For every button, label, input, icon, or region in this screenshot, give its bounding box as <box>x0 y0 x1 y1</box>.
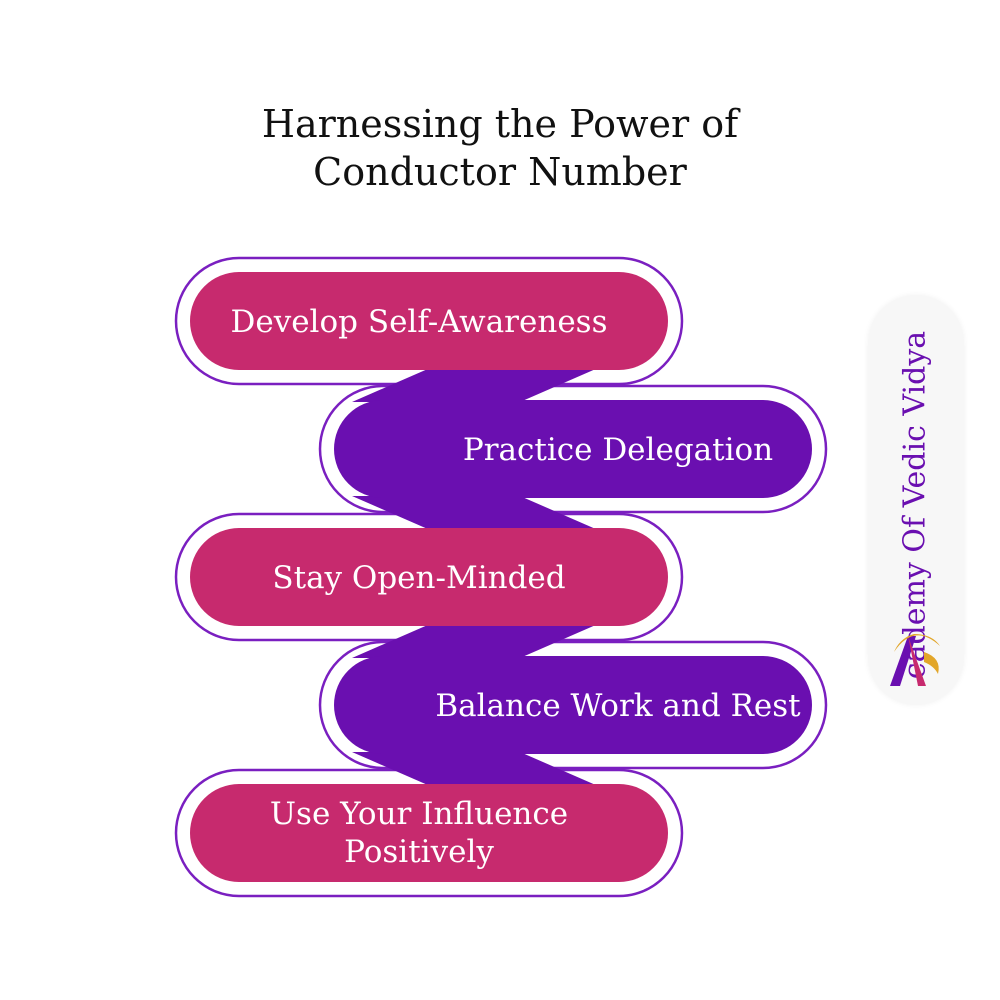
step-connector <box>352 752 598 786</box>
step-outline <box>174 256 684 386</box>
step-pill <box>334 656 812 754</box>
connector-overlay <box>352 368 598 786</box>
step-connector-overlay <box>352 624 598 658</box>
title-line-2: Conductor Number <box>313 150 687 194</box>
step-outline <box>174 768 684 898</box>
outline-layer <box>174 256 828 898</box>
step-connector <box>352 496 598 530</box>
step-outline <box>318 384 828 514</box>
step-label: Develop Self-Awareness <box>231 304 608 340</box>
academy-logo-icon <box>890 634 940 686</box>
title-line-1: Harnessing the Power of <box>261 102 739 146</box>
brand-watermark-bar <box>868 295 964 705</box>
diagram-title: Harnessing the Power of Conductor Number <box>0 100 1000 196</box>
step-pill <box>334 400 812 498</box>
step-label: Practice Delegation <box>463 432 773 468</box>
connector-layer <box>352 368 598 786</box>
step-outline <box>318 640 828 770</box>
step-connector-overlay <box>352 496 598 530</box>
step-connector-overlay <box>352 752 598 786</box>
step-label-line: Use Your Influence <box>270 796 568 832</box>
step-label: Stay Open-Minded <box>272 560 565 596</box>
step-connector <box>352 624 598 658</box>
step-outline <box>174 512 684 642</box>
step-pill <box>190 272 668 370</box>
step-pill <box>190 784 668 882</box>
step-connector-overlay <box>352 368 598 402</box>
step-pill <box>190 528 668 626</box>
pill-layer <box>190 272 812 882</box>
step-label: Balance Work and Rest <box>435 688 801 724</box>
step-label-line: Positively <box>344 834 494 870</box>
step-connector <box>352 368 598 402</box>
